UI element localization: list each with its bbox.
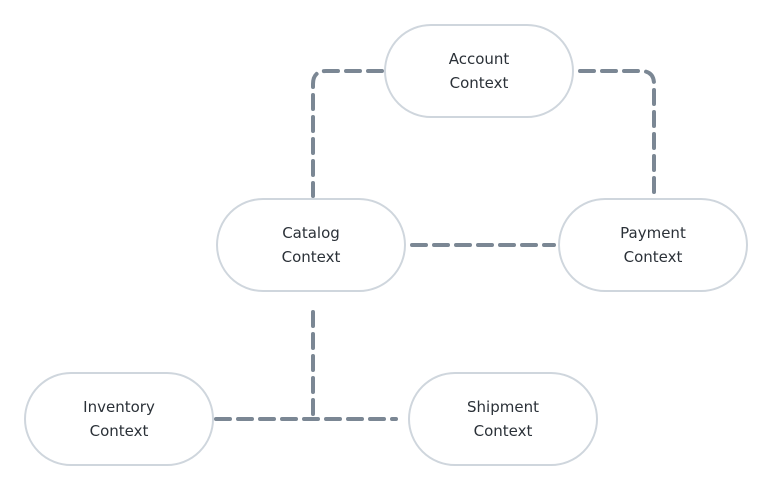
node-payment-context[interactable]: Payment Context xyxy=(558,198,748,292)
node-label: Context xyxy=(281,248,341,266)
node-catalog-context[interactable]: Catalog Context xyxy=(216,198,406,292)
node-label: Account xyxy=(448,50,510,68)
node-label: Context xyxy=(623,248,683,266)
node-label: Inventory xyxy=(83,398,155,416)
node-label: Context xyxy=(449,74,509,92)
node-shipment-context[interactable]: Shipment Context xyxy=(408,372,598,466)
node-label: Shipment xyxy=(467,398,539,416)
node-account-context[interactable]: Account Context xyxy=(384,24,574,118)
node-inventory-context[interactable]: Inventory Context xyxy=(24,372,214,466)
node-label: Context xyxy=(473,422,533,440)
node-label: Context xyxy=(89,422,149,440)
edge-account-catalog xyxy=(311,69,384,198)
edge-account-payment xyxy=(578,69,656,198)
node-label: Catalog xyxy=(282,224,340,242)
node-label: Payment xyxy=(620,224,686,242)
